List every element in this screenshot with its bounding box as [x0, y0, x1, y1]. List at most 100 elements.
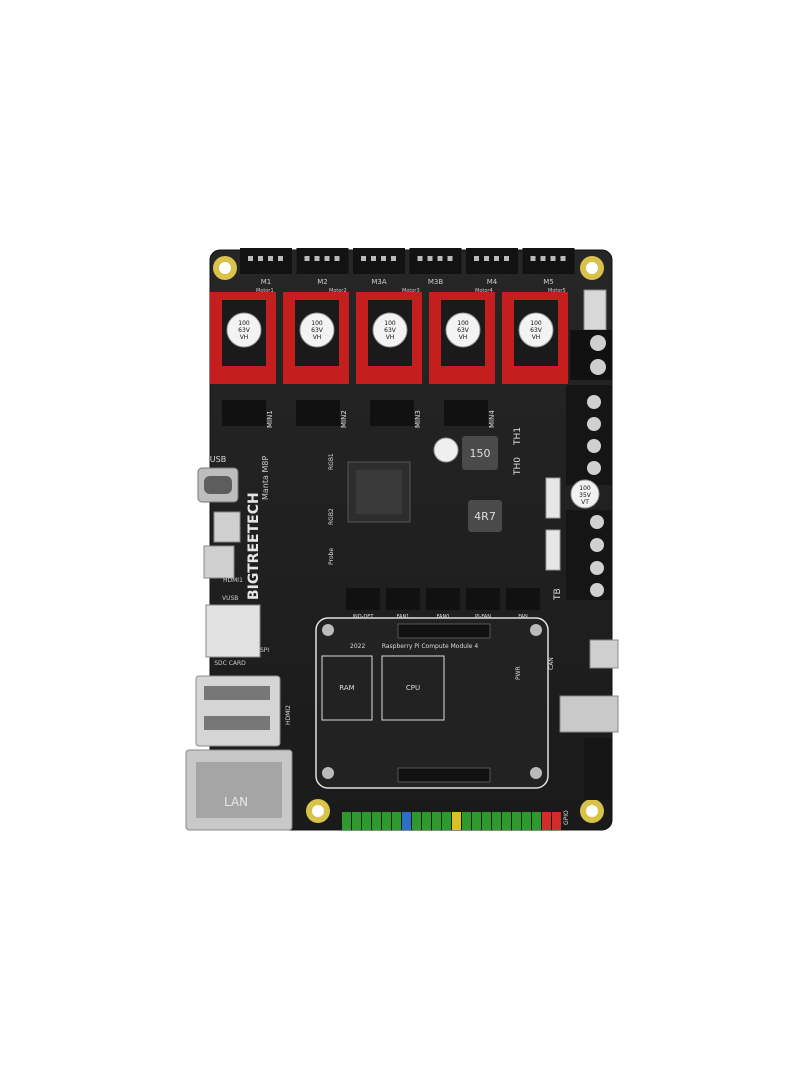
- left-ports: BIGTREETECH Manta M8P USB HDMI1 VUSB SDC…: [185, 455, 293, 831]
- endstop-2: [370, 400, 414, 426]
- fan-label: FAN: [518, 614, 528, 620]
- motor-header-label: M4: [487, 278, 498, 286]
- rgb2-label: RGB2: [328, 508, 335, 525]
- svg-text:USB: USB: [210, 455, 226, 464]
- cap-value: 100: [530, 320, 542, 327]
- driver-label: Motor2: [329, 288, 347, 294]
- fuses: [545, 477, 561, 571]
- svg-text:4R7: 4R7: [474, 510, 496, 523]
- right-connectors: [559, 639, 619, 800]
- gpio-pin: [472, 812, 481, 830]
- gpio-pin: [512, 812, 521, 830]
- endstop-label: MIN4: [488, 410, 496, 428]
- model-label: Manta M8P: [261, 456, 270, 500]
- svg-text:Raspberry Pi Compute Module 4: Raspberry Pi Compute Module 4: [382, 643, 478, 650]
- cap-value: 100: [384, 320, 396, 327]
- mounting-holes: [213, 256, 604, 823]
- driver-capacitor: [518, 312, 554, 348]
- motor-header-label: M3A: [371, 278, 386, 286]
- driver-label: Motor1: [256, 288, 274, 294]
- gpio-pin: [532, 812, 541, 830]
- small-capacitor: 100 35V VT: [570, 479, 600, 509]
- brand-label: BIGTREETECH: [246, 492, 262, 600]
- svg-text:35V: 35V: [579, 492, 592, 499]
- motor-header-4: [466, 248, 518, 274]
- probe-label: Probe: [328, 548, 335, 565]
- gpio-pin: [542, 812, 551, 830]
- hdmi2-label: HDMI2: [285, 705, 292, 725]
- gpio-pin: [552, 812, 561, 830]
- cap-value: VH: [240, 334, 249, 341]
- svg-text:150: 150: [470, 447, 491, 460]
- driver-capacitor: [226, 312, 262, 348]
- gpio-pin: [362, 812, 371, 830]
- gpio-pin: [492, 812, 501, 830]
- motor-header-0: [240, 248, 292, 274]
- svg-text:VT: VT: [581, 499, 589, 506]
- gpio-pin: [442, 812, 451, 830]
- motor-header-5: [522, 248, 575, 274]
- gpio-label: GPIO: [563, 810, 570, 825]
- endstop-label: MIN1: [266, 410, 274, 428]
- endstop-3: [444, 400, 488, 426]
- endstop-1: [296, 400, 340, 426]
- fan-label: FAN1: [397, 614, 410, 620]
- motor-header-label: M3B: [428, 278, 443, 286]
- svg-text:100: 100: [579, 485, 591, 492]
- svg-text:2022: 2022: [350, 643, 365, 650]
- stepper-drivers: 10063VVHMotor110063VVHMotor210063VVHMoto…: [210, 288, 568, 384]
- svg-text:CPU: CPU: [406, 684, 420, 692]
- svg-text:RAM: RAM: [339, 684, 354, 692]
- gpio-pin: [372, 812, 381, 830]
- gpio-pin: [502, 812, 511, 830]
- gpio-pin: [422, 812, 431, 830]
- endstop-0: [222, 400, 266, 426]
- can-label: CAN: [548, 657, 555, 670]
- gpio-pin: [392, 812, 401, 830]
- gpio-pin: [482, 812, 491, 830]
- driver-label: Motor5: [548, 288, 566, 294]
- motor-header-label: M2: [317, 278, 328, 286]
- cap-value: VH: [532, 334, 541, 341]
- motor-header-1: [296, 248, 349, 274]
- gpio-pin: [382, 812, 391, 830]
- cap-value: 100: [238, 320, 250, 327]
- fan-label: IND-DET: [353, 614, 375, 620]
- cap-value: VH: [459, 334, 468, 341]
- gpio-pin: [402, 812, 411, 830]
- driver-label: Motor4: [475, 288, 493, 294]
- cm4-module-area: RAM CPU Raspberry Pi Compute Module 4 20…: [315, 617, 549, 789]
- cap-value: VH: [313, 334, 322, 341]
- cap-value: 63V: [457, 327, 470, 334]
- cap-value: 63V: [311, 327, 324, 334]
- gpio-pin: [462, 812, 471, 830]
- svg-text:VUSB: VUSB: [222, 595, 238, 602]
- cap-value: 63V: [530, 327, 543, 334]
- fan-header-0: [346, 588, 380, 610]
- th0-label: TH0: [513, 457, 523, 476]
- svg-text:SDC CARD: SDC CARD: [214, 660, 246, 667]
- gpio-pin: [342, 812, 351, 830]
- driver-label: Motor3: [402, 288, 420, 294]
- svg-text:LAN: LAN: [224, 795, 248, 809]
- fan-header-1: [386, 588, 420, 610]
- motor-headers: M1 M2 M3A M3B M4 M5: [240, 248, 575, 286]
- gpio-pin: [412, 812, 421, 830]
- motor-header-label: M1: [261, 278, 272, 286]
- tb-label: TB: [553, 588, 563, 601]
- svg-text:SPI: SPI: [260, 647, 269, 654]
- driver-capacitor: [445, 312, 481, 348]
- gpio-pin: [452, 812, 461, 830]
- driver-capacitor: [372, 312, 408, 348]
- fan-header-3: [466, 588, 500, 610]
- pwr-label: PWR: [515, 666, 522, 680]
- cap-value: VH: [386, 334, 395, 341]
- svg-text:HDMI1: HDMI1: [223, 577, 243, 584]
- motor-header-label: M5: [543, 278, 554, 286]
- gpio-terminals: [342, 812, 561, 830]
- rgb1-label: RGB1: [328, 453, 335, 470]
